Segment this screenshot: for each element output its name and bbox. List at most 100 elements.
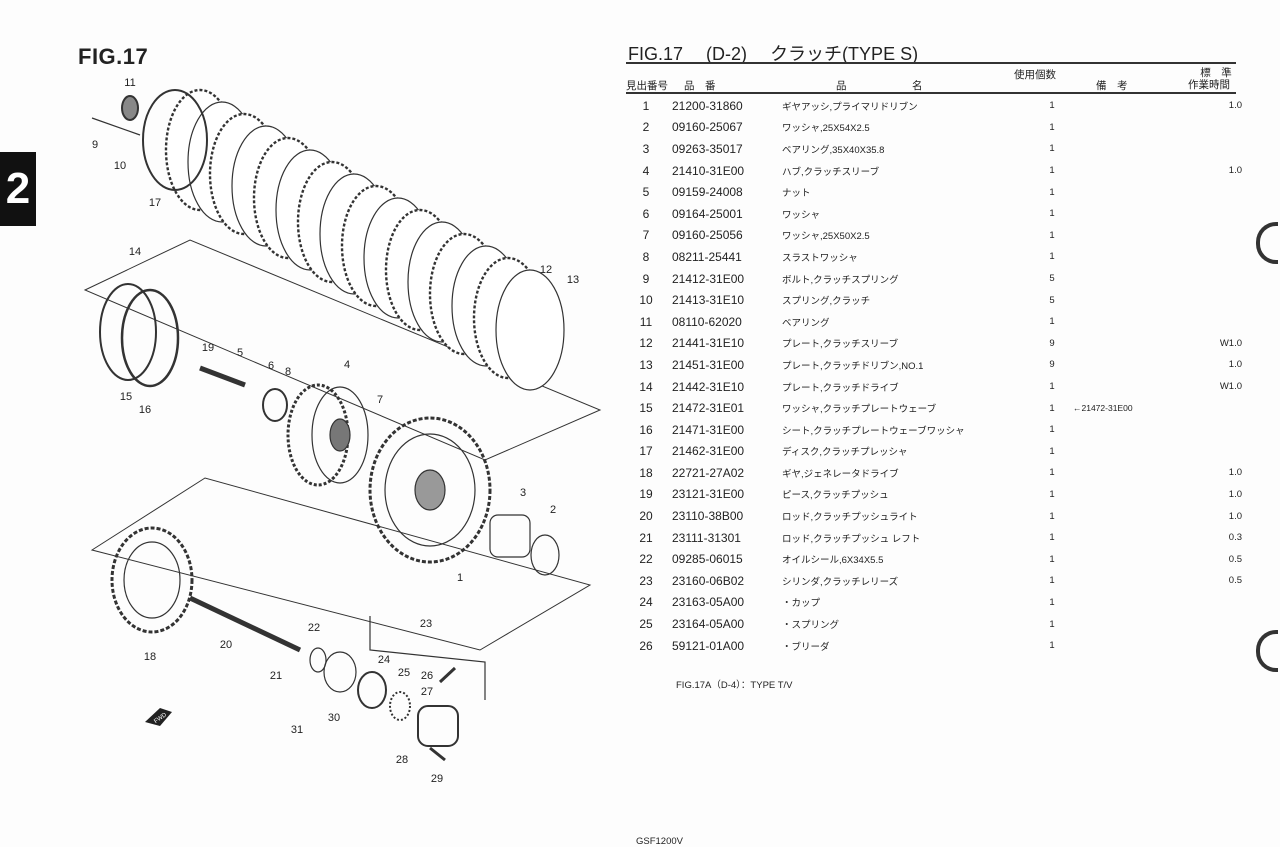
quantity: 1 [1049, 488, 1055, 500]
quantity: 1 [1049, 381, 1055, 393]
ref-no: 23 [639, 573, 653, 588]
ref-no: 16 [639, 422, 653, 437]
quantity: 1 [1049, 316, 1055, 328]
remarks [1067, 548, 1188, 570]
quantity: 1 [1049, 596, 1055, 608]
part-name: ベアリング,35X40X35.8 [782, 144, 885, 156]
labor-hours [1188, 203, 1242, 225]
ref-no: 13 [639, 357, 653, 372]
diagram-callout: 19 [201, 342, 215, 354]
ref-no: 20 [639, 509, 653, 524]
quantity: 1 [1049, 640, 1055, 652]
quantity: 1 [1049, 229, 1055, 241]
part-name: ディスク,クラッチプレッシャ [782, 447, 908, 459]
labor-hours [1188, 289, 1242, 311]
clutch-plate [495, 269, 565, 391]
part-number: 21462-31E00 [672, 444, 745, 459]
part-name: ナット [782, 188, 811, 200]
ref-no: 11 [639, 314, 653, 329]
remarks [1067, 160, 1188, 182]
part-number: 23121-31E00 [672, 487, 745, 502]
header-part-no: 品 番 [684, 80, 716, 92]
part-name: ワッシャ,クラッチプレートウェーブ [782, 404, 937, 416]
diagram-callout: 22 [307, 622, 321, 634]
diagram-callout: 9 [91, 139, 99, 151]
ref-no: 17 [639, 444, 653, 459]
labor-hours [1188, 225, 1242, 247]
part-name: スラストワッシャ [782, 252, 858, 264]
part-name: ワッシャ,25X50X2.5 [782, 231, 870, 243]
ref-no: 25 [639, 617, 653, 632]
remarks [1067, 570, 1188, 592]
part-name: ギヤ,ジェネレータドライブ [782, 468, 899, 480]
header-ref-no: 見出番号 [626, 80, 668, 92]
quantity: 1 [1049, 532, 1055, 544]
part-number: 21471-31E00 [672, 422, 745, 437]
ref-no: 4 [642, 163, 650, 178]
part-number: 23164-05A00 [672, 617, 745, 632]
part-number: 09164-25001 [672, 206, 743, 221]
remarks [1067, 441, 1188, 463]
labor-hours [1188, 311, 1242, 333]
diagram-callout: 23 [419, 618, 433, 630]
diagram-callout: 10 [113, 160, 127, 172]
labor-hours: 1.0 [1228, 100, 1242, 112]
diagram-callout: 21 [269, 670, 283, 682]
part-number: 21410-31E00 [672, 163, 745, 178]
labor-hours: 1.0 [1228, 488, 1242, 500]
part-number: 22721-27A02 [672, 465, 745, 480]
diagram-callout: 13 [566, 274, 580, 286]
remarks: ←21472-31E00 [1073, 403, 1133, 414]
diagram-callout: 17 [148, 197, 162, 209]
ref-no: 21 [639, 530, 653, 545]
labor-hours: 1.0 [1228, 165, 1242, 177]
ref-no: 8 [642, 249, 650, 264]
labor-hours: 0.5 [1228, 575, 1242, 587]
table-row: 17 21462-31E00 ディスク,クラッチプレッシャ 1 [626, 441, 1242, 463]
quantity: 1 [1049, 424, 1055, 436]
quantity: 1 [1049, 445, 1055, 457]
part-number: 21472-31E01 [672, 401, 745, 416]
part-name: ロッド,クラッチプッシュライト [782, 512, 918, 524]
diagram-callout: 24 [377, 654, 391, 666]
ref-no: 5 [642, 185, 650, 200]
remarks [1067, 246, 1188, 268]
part-name: プレート,クラッチドリブン,NO.1 [782, 360, 924, 372]
ref-no: 10 [639, 293, 653, 308]
part-number: 09160-25056 [672, 228, 743, 243]
ref-no: 3 [642, 141, 650, 156]
diagram-callout: 15 [119, 391, 133, 403]
part-name: シリンダ,クラッチレリーズ [782, 576, 899, 588]
binding-hole [1256, 222, 1278, 264]
ref-no: 24 [639, 595, 653, 610]
labor-hours: 0.3 [1228, 532, 1242, 544]
part-name: ロッド,クラッチプッシュ レフト [782, 533, 921, 545]
diagram-callout: 3 [519, 487, 527, 499]
remarks [1067, 289, 1188, 311]
quantity: 9 [1049, 337, 1055, 349]
part-number: 08211-25441 [672, 249, 742, 264]
remarks [1067, 117, 1188, 139]
title-fig: FIG.17 [628, 44, 684, 64]
labor-hours [1188, 138, 1242, 160]
part-name: オイルシール,6X34X5.5 [782, 555, 884, 567]
ref-no: 26 [639, 638, 653, 653]
remarks [1067, 181, 1188, 203]
quantity: 1 [1049, 553, 1055, 565]
header-hours-b: 作業時間 [1188, 79, 1230, 91]
diagram-callout: 2 [549, 504, 557, 516]
diagram-callout: 30 [327, 712, 341, 724]
labor-hours [1188, 397, 1242, 419]
ref-no: 18 [639, 465, 653, 480]
part-number: 21412-31E00 [672, 271, 745, 286]
